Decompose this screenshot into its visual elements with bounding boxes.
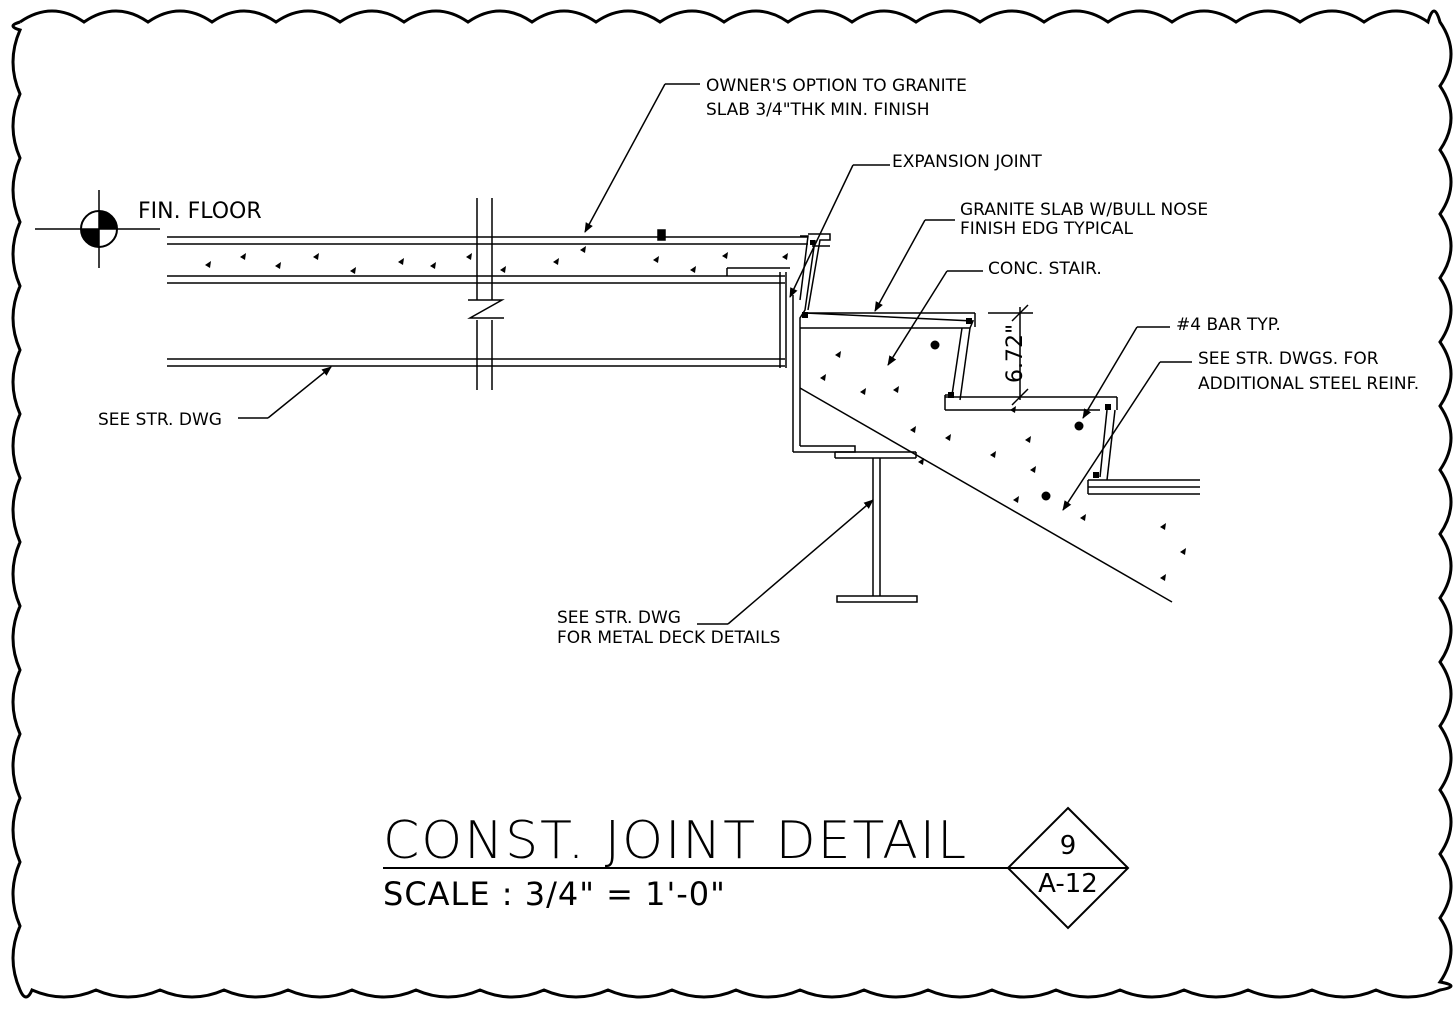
rebar-dot	[1041, 491, 1051, 501]
owners-option-label-2: SLAB 3/4"THK MIN. FINISH	[706, 100, 930, 120]
aggregate-mark	[910, 426, 916, 433]
aggregate-mark	[1013, 496, 1019, 503]
cloud-outline	[11, 9, 1453, 999]
detail-scale: SCALE : 3/4" = 1'-0"	[383, 875, 726, 913]
aggregate-mark	[918, 458, 924, 465]
stair-section	[779, 233, 1200, 603]
owners-option-label-1: OWNER'S OPTION TO GRANITE	[706, 76, 967, 96]
conc-stair-label: CONC. STAIR.	[988, 259, 1102, 279]
aggregate-mark	[313, 253, 319, 260]
granite-slab-label-1: GRANITE SLAB W/BULL NOSE	[960, 200, 1208, 220]
aggregate-mark	[350, 267, 356, 274]
aggregate-mark	[653, 256, 659, 263]
aggregate-mark	[500, 266, 506, 273]
aggregate-mark	[722, 252, 728, 259]
fin-floor-label: FIN. FLOOR	[138, 199, 262, 224]
sheet-number: A-12	[1038, 869, 1098, 899]
aggregate-mark	[835, 351, 841, 358]
aggregate-mark	[1180, 548, 1186, 555]
dimension-label: 6.72"	[1003, 324, 1028, 383]
detail-number: 9	[1060, 831, 1077, 861]
aggregate-mark	[782, 253, 788, 260]
aggregate-mark	[690, 266, 696, 273]
see-str-dwg-label: SEE STR. DWG	[98, 410, 222, 430]
see-str-dwgs-label-2: ADDITIONAL STEEL REINF.	[1198, 374, 1419, 394]
aggregate-mark	[1025, 436, 1031, 443]
aggregate-mark	[398, 258, 404, 265]
metal-deck-label-1: SEE STR. DWG	[557, 608, 681, 628]
aggregate-mark	[466, 253, 472, 260]
rebar-dot	[1074, 421, 1084, 431]
aggregate-mark	[205, 261, 211, 268]
aggregate-mark	[430, 262, 436, 269]
aggregate-mark	[990, 451, 996, 458]
revision-cloud	[11, 9, 1453, 999]
aggregate-mark	[860, 388, 866, 395]
aggregate-mark	[1160, 523, 1166, 530]
detail-tag: 9 A-12	[1006, 806, 1130, 930]
joint-filler	[802, 240, 1111, 478]
aggregate-mark	[893, 386, 899, 393]
break-line	[467, 198, 505, 390]
leader-lines	[238, 83, 1192, 625]
rebar-dot	[930, 340, 940, 350]
aggregate-mark	[275, 262, 281, 269]
see-str-dwgs-label-1: SEE STR. DWGS. FOR	[1198, 349, 1379, 369]
floor-slab	[167, 229, 808, 367]
aggregate-mark	[580, 246, 586, 253]
detail-title: CONST. JOINT DETAIL	[383, 811, 968, 871]
bar-typ-label: #4 BAR TYP.	[1176, 315, 1281, 335]
aggregate-mark	[553, 258, 559, 265]
aggregate-mark	[1160, 574, 1166, 581]
metal-deck-label-2: FOR METAL DECK DETAILS	[557, 628, 780, 648]
aggregate-mark	[820, 374, 826, 381]
aggregate-mark	[945, 434, 951, 441]
dimension-line	[988, 304, 1033, 406]
aggregate-mark	[1030, 466, 1036, 473]
aggregate-mark	[240, 253, 246, 260]
aggregate-mark	[1080, 514, 1086, 521]
expansion-joint-label: EXPANSION JOINT	[892, 152, 1042, 172]
granite-slab-label-2: FINISH EDG TYPICAL	[960, 219, 1133, 239]
floor-level-marker	[35, 190, 160, 268]
concrete-aggregate	[205, 246, 1186, 581]
